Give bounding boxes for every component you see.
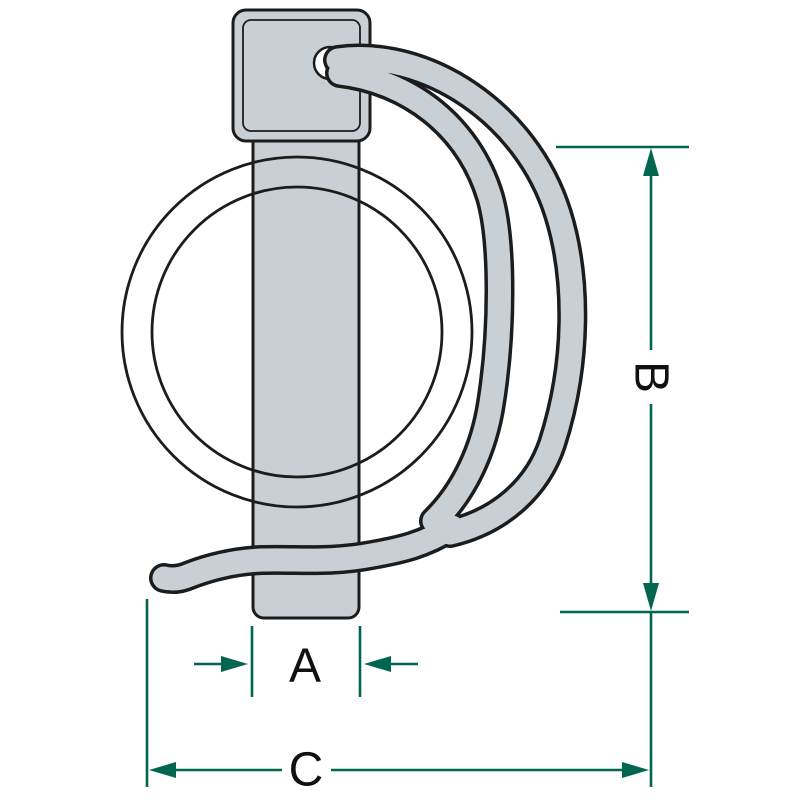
pin — [231, 8, 372, 620]
dim-a-arrow-left — [364, 656, 391, 672]
dim-a-arrow-right — [221, 656, 248, 672]
dimension-a: A — [194, 626, 418, 697]
dimension-b: B — [556, 145, 689, 614]
wire-inner-strand — [328, 61, 511, 533]
dimension-c: C — [145, 599, 653, 797]
wire-cross-band — [152, 515, 464, 591]
ring-inner-circle — [150, 185, 444, 479]
wire-outer-strand — [326, 47, 584, 545]
dim-b-arrow-up — [643, 148, 659, 176]
dimension-label-a: A — [289, 640, 321, 693]
dim-c-arrow-left — [149, 762, 176, 778]
pin-body — [251, 116, 361, 620]
ring-outer-circle — [120, 155, 474, 509]
dim-b-arrow-down — [643, 583, 659, 611]
dimension-label-b: B — [625, 361, 678, 393]
wire-loop — [149, 43, 588, 594]
dim-c-arrow-right — [622, 762, 649, 778]
dimension-label-c: C — [289, 744, 324, 797]
ring — [120, 155, 474, 509]
